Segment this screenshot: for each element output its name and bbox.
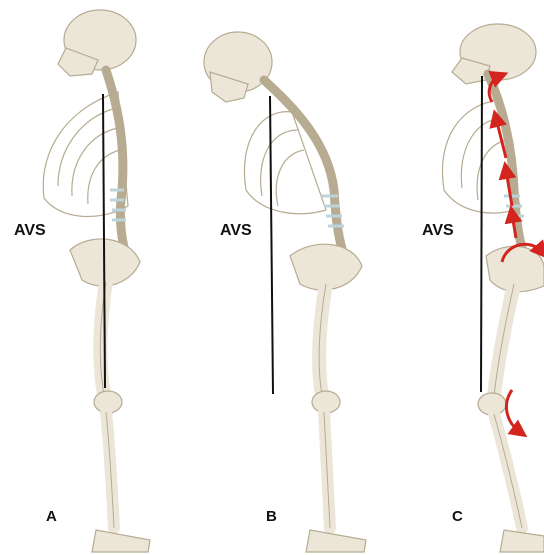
panel-a-skeleton (43, 10, 150, 552)
panel-b-axis-label: AVS (220, 222, 252, 240)
panel-c-axis-label: AVS (422, 222, 454, 240)
rotation-arrow-icon (506, 390, 520, 432)
panel-c-skeleton (442, 24, 544, 552)
foot-icon (306, 530, 366, 552)
foot-icon (92, 530, 150, 552)
spine-icon (488, 74, 526, 260)
panel-b-skeleton (204, 32, 366, 552)
foot-icon (500, 530, 544, 552)
panel-b-letter: B (266, 508, 277, 525)
panel-c-letter: C (452, 508, 463, 525)
spine-icon (106, 70, 128, 260)
femur-icon (494, 284, 514, 396)
spine-icon (264, 80, 348, 264)
panel-c-plumb-line (481, 76, 482, 392)
panel-a-letter: A (46, 508, 57, 525)
panel-a-axis-label: AVS (14, 222, 46, 240)
ribcage-icon (244, 112, 326, 214)
